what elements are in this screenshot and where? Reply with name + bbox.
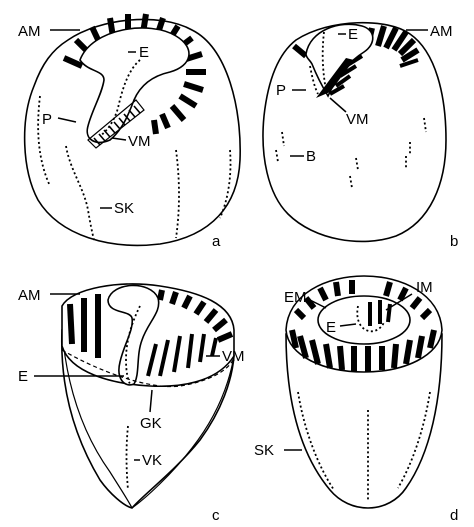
panel-a-somatic-kinety-1: [37, 95, 51, 187]
panel-d-label-sk: SK: [254, 442, 274, 459]
panel-d-external-membranelles: [289, 280, 437, 372]
panel-b-label-vm: VM: [346, 111, 369, 128]
panel-d-e-leader: [339, 323, 357, 327]
panel-c-adoral-membranelles: [67, 289, 234, 377]
panel-a-somatic-kinety-3: [175, 149, 180, 239]
panel-b-label-am: AM: [430, 23, 453, 40]
panel-c-label-vk: VK: [142, 452, 162, 469]
panel-c-gk-leader: [149, 389, 153, 413]
panel-b-cell-outline: [262, 21, 447, 243]
panel-a: AM E P VM SK a: [18, 13, 241, 250]
panel-a-letter: a: [212, 233, 221, 250]
panel-c-label-vm: VM: [222, 348, 245, 365]
panel-c-cell-outline-inner: [61, 329, 235, 509]
panel-a-p-leader: [57, 117, 77, 123]
panel-a-label-sk: SK: [114, 200, 134, 217]
panel-d-label-im: IM: [416, 279, 433, 296]
panel-c-ventral-kinety: [125, 425, 129, 491]
panel-c-collar: [61, 283, 235, 388]
panel-c-letter: c: [212, 507, 220, 524]
panel-b-adoral-membranelles: [292, 25, 420, 96]
panel-b-label-p: P: [276, 82, 286, 99]
panel-d-label-em: EM: [284, 289, 307, 306]
panel-d: EM IM E SK d: [254, 275, 458, 524]
panel-d-endoral-membrane: [356, 305, 385, 333]
panel-b-paroral-kinety: [309, 65, 319, 95]
panel-b-vm-leader: [329, 97, 347, 113]
panel-a-ventral-membrane: [87, 99, 145, 149]
panel-d-em-leader: [309, 299, 327, 309]
panel-c-oral-field: [107, 284, 160, 386]
panel-a-vm-leader: [111, 137, 127, 141]
panel-c-girdle-kinety: [61, 349, 235, 388]
panel-d-letter: d: [450, 507, 458, 524]
panel-c-label-am: AM: [18, 287, 41, 304]
panel-a-somatic-kinety-4: [219, 149, 232, 219]
panel-a-label-am: AM: [18, 23, 41, 40]
panel-d-somatic-kinety-1: [297, 391, 335, 491]
panel-d-oral-ring: [317, 295, 411, 345]
panel-b-ventral-membrane: [316, 58, 354, 98]
panel-a-oral-field: [79, 27, 190, 144]
panel-c-endoral-membrane: [125, 305, 141, 385]
panel-c-label-gk: GK: [140, 415, 162, 432]
panel-a-cell-outline: [23, 18, 241, 247]
panel-a-label-vm: VM: [128, 133, 151, 150]
panel-a-somatic-kinety-2: [65, 145, 95, 241]
panel-b: E AM P VM B b: [262, 21, 458, 250]
panel-a-label-p: P: [42, 111, 52, 128]
panel-b-letter: b: [450, 233, 458, 250]
panel-b-label-b: B: [306, 148, 316, 165]
panel-d-label-e: E: [326, 319, 336, 336]
panel-d-somatic-kinety-3: [397, 391, 431, 489]
panel-c-label-e: E: [18, 368, 28, 385]
panel-c: AM VM E GK VK c: [18, 283, 245, 524]
panel-b-somatic-kinety-fragments: [275, 117, 427, 189]
panel-b-label-e: E: [348, 26, 358, 43]
panel-d-cell-outline: [285, 333, 443, 509]
panel-a-label-e: E: [139, 44, 149, 61]
panel-d-im-leader: [385, 293, 413, 311]
